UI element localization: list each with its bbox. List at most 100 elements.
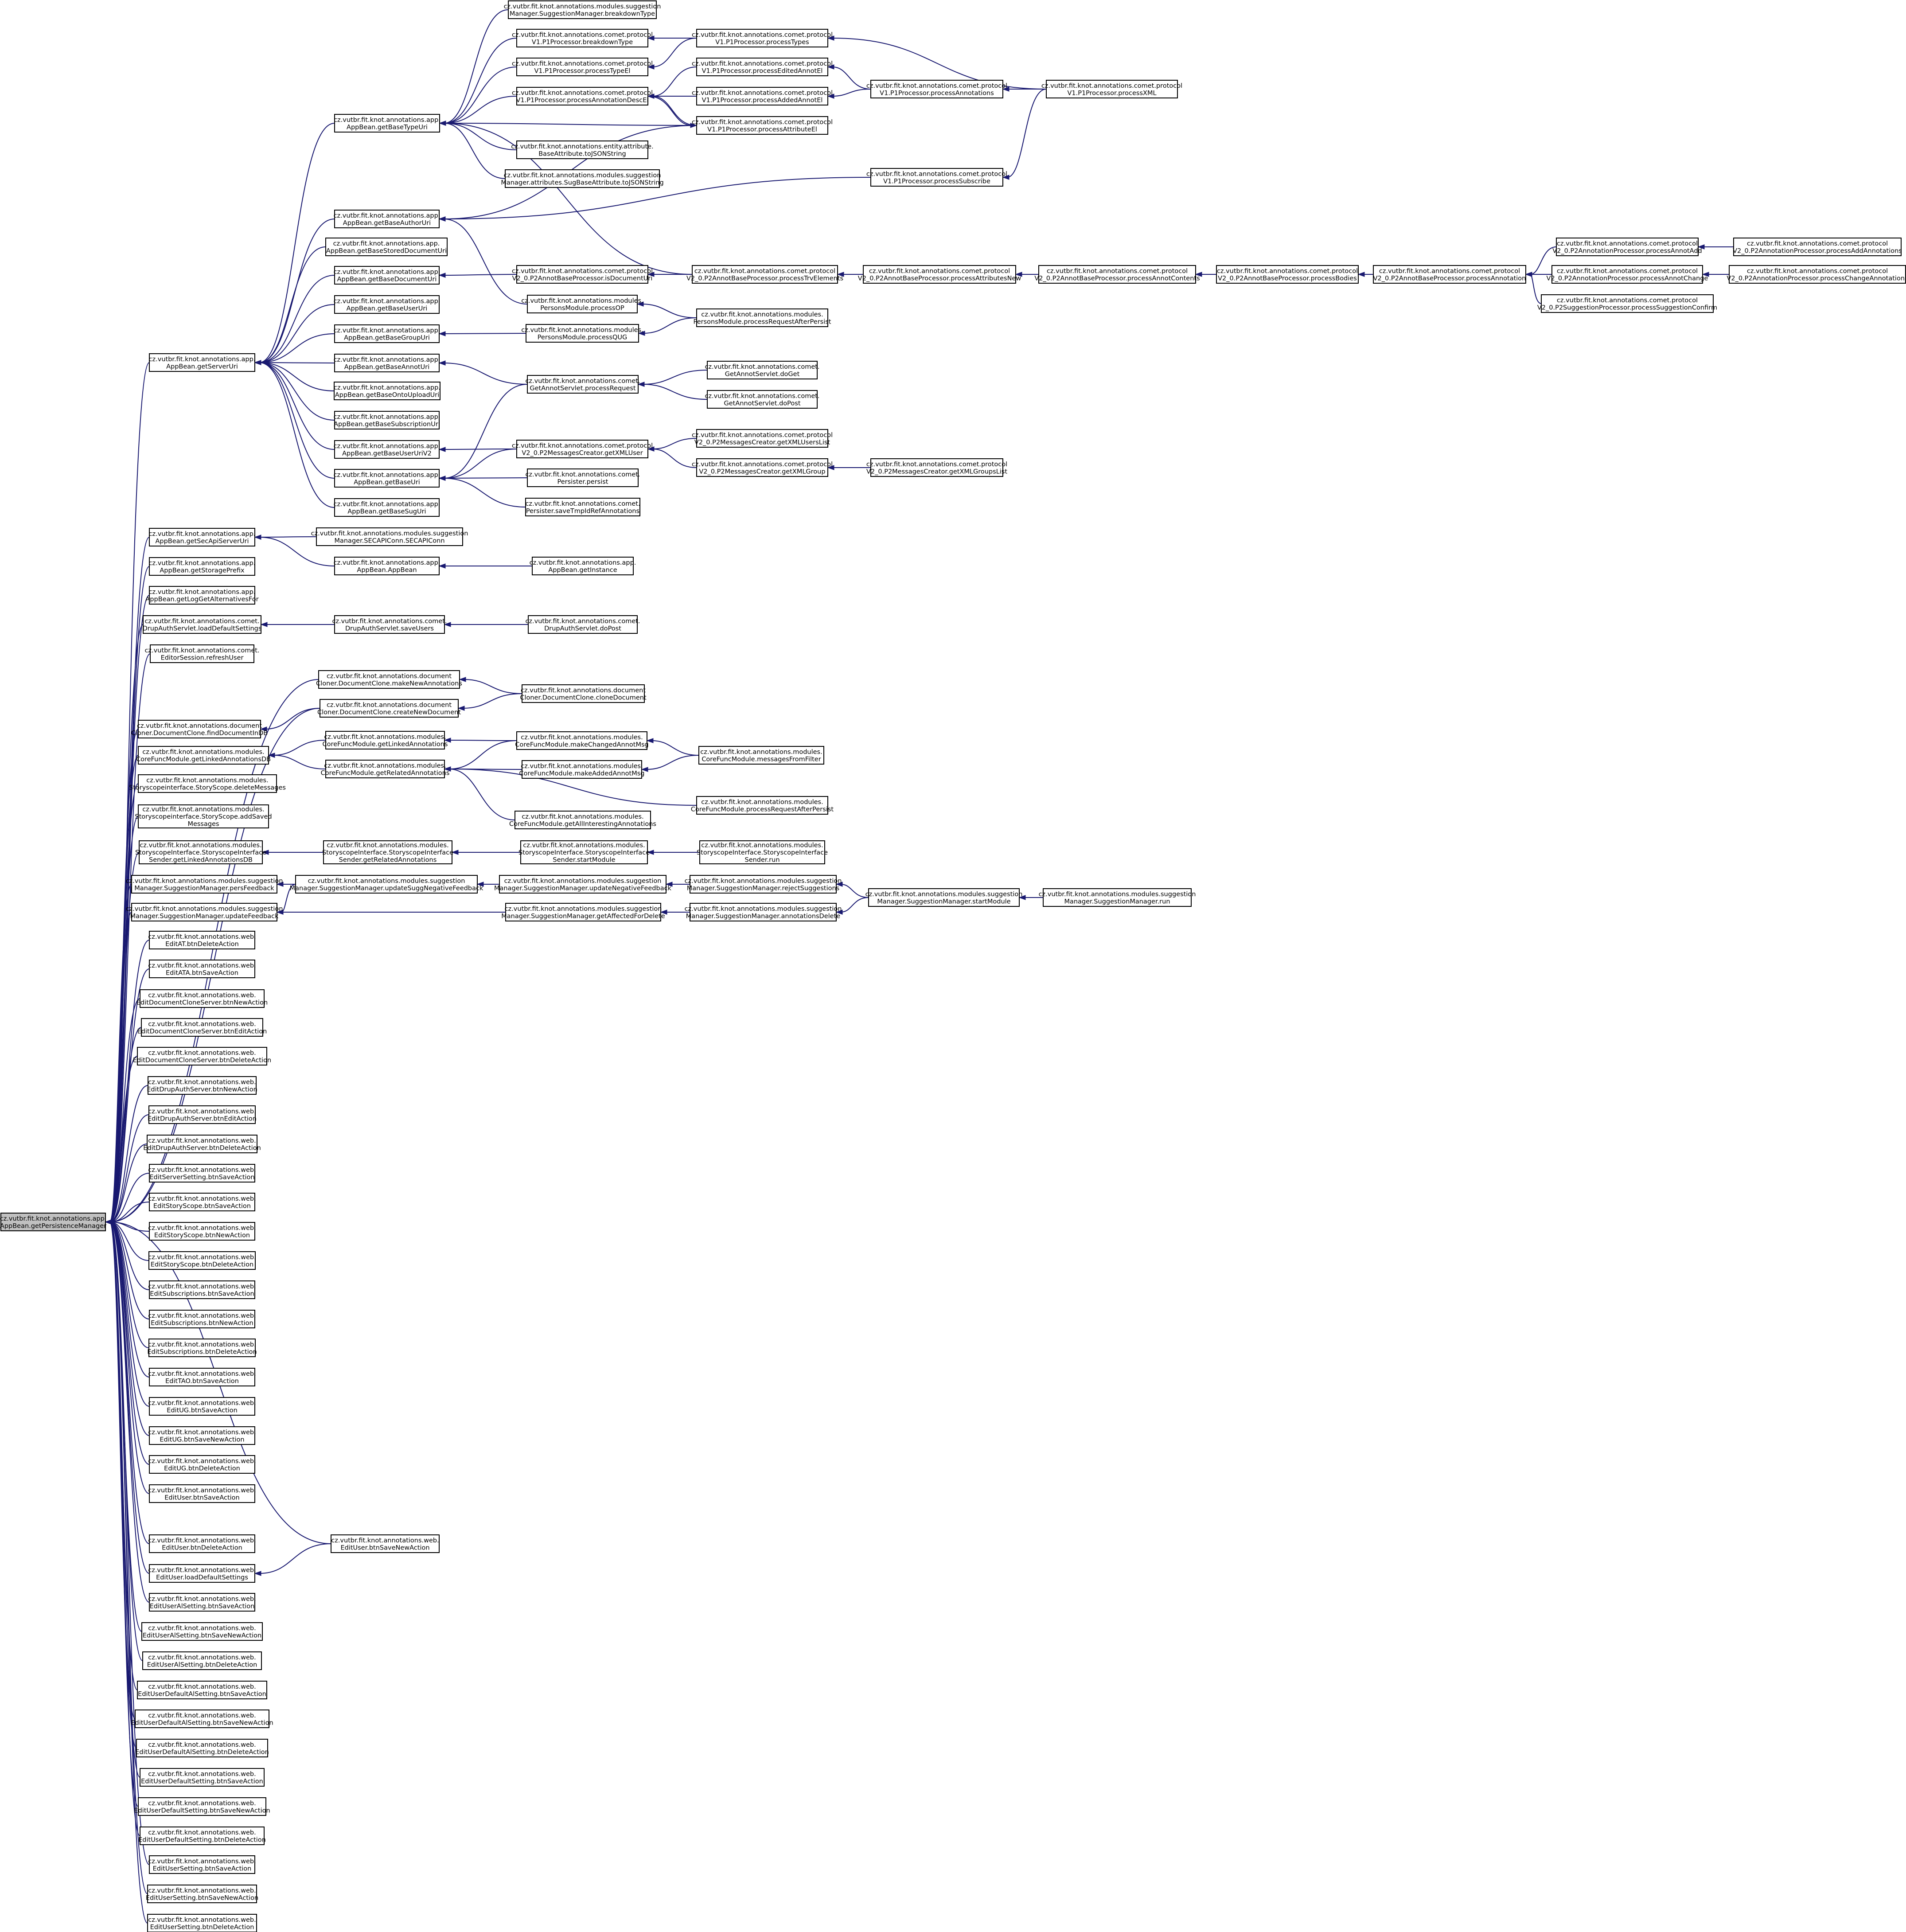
node-sug-base-attr-to-json[interactable]: cz.vutbr.fit.knot.annotations.modules.su… [501, 169, 664, 188]
node-drupal-do-post[interactable]: cz.vutbr.fit.knot.annotations.comet.Drup… [525, 615, 640, 634]
node-story-sender-run[interactable]: cz.vutbr.fit.knot.annotations.modules.St… [697, 840, 828, 864]
node-p2-get-xmlgroups-list[interactable]: cz.vutbr.fit.knot.annotations.comet.prot… [866, 458, 1007, 477]
node-base-attr-to-json[interactable]: cz.vutbr.fit.knot.annotations.entity.att… [511, 141, 654, 159]
node-core-process-req-after[interactable]: cz.vutbr.fit.knot.annotations.modules.Co… [691, 796, 834, 815]
node-p1-process-xml[interactable]: cz.vutbr.fit.knot.annotations.comet.prot… [1041, 80, 1182, 98]
node-get-annot-do-get[interactable]: cz.vutbr.fit.knot.annotations.comet.GetA… [705, 361, 820, 379]
node-w27[interactable]: cz.vutbr.fit.knot.annotations.web.EditUs… [131, 1710, 273, 1728]
node-w18[interactable]: cz.vutbr.fit.knot.annotations.web.EditUG… [148, 1426, 256, 1445]
node-p2-process-annot-contents[interactable]: cz.vutbr.fit.knot.annotations.comet.prot… [1034, 265, 1200, 284]
node-get-base-onto-upload-uri[interactable]: cz.vutbr.fit.knot.annotations.app.AppBea… [334, 382, 440, 400]
node-sug-annotations-delete[interactable]: cz.vutbr.fit.knot.annotations.modules.su… [685, 903, 842, 921]
node-sec-api-conn[interactable]: cz.vutbr.fit.knot.annotations.modules.su… [311, 527, 468, 546]
node-get-base-stored-document-uri[interactable]: cz.vutbr.fit.knot.annotations.app.AppBea… [325, 238, 448, 256]
node-app-bean-get-instance[interactable]: cz.vutbr.fit.knot.annotations.app.AppBea… [530, 557, 636, 575]
node-p1-process-annotations[interactable]: cz.vutbr.fit.knot.annotations.comet.prot… [866, 80, 1007, 98]
node-sug-get-affected[interactable]: cz.vutbr.fit.knot.annotations.modules.su… [501, 903, 665, 921]
node-p1-process-added-annot-el[interactable]: cz.vutbr.fit.knot.annotations.comet.prot… [692, 87, 833, 105]
node-edit-user-save-new[interactable]: cz.vutbr.fit.knot.annotations.web.EditUs… [331, 1534, 440, 1553]
node-p1-process-types[interactable]: cz.vutbr.fit.knot.annotations.comet.prot… [692, 29, 833, 47]
node-get-base-user-uri[interactable]: cz.vutbr.fit.knot.annotations.app.AppBea… [334, 295, 440, 314]
node-w14[interactable]: cz.vutbr.fit.knot.annotations.web.EditSu… [148, 1310, 256, 1328]
node-sug-update-feedback[interactable]: cz.vutbr.fit.knot.annotations.modules.su… [126, 903, 283, 921]
node-w04[interactable]: cz.vutbr.fit.knot.annotations.web.EditDo… [137, 1018, 267, 1037]
node-w22[interactable]: cz.vutbr.fit.knot.annotations.web.EditUs… [148, 1564, 256, 1583]
node-w06[interactable]: cz.vutbr.fit.knot.annotations.web.EditDr… [147, 1076, 257, 1095]
node-w11[interactable]: cz.vutbr.fit.knot.annotations.web.EditSt… [148, 1222, 256, 1241]
node-persister-save-tmp[interactable]: cz.vutbr.fit.knot.annotations.comet.Pers… [525, 498, 640, 516]
node-p2-get-xmlusers-list[interactable]: cz.vutbr.fit.knot.annotations.comet.prot… [692, 429, 833, 448]
node-w23[interactable]: cz.vutbr.fit.knot.annotations.web.EditUs… [148, 1593, 256, 1612]
node-sug-start-module[interactable]: cz.vutbr.fit.knot.annotations.modules.su… [865, 888, 1023, 907]
node-w01[interactable]: cz.vutbr.fit.knot.annotations.web.EditAT… [148, 931, 256, 949]
node-w33[interactable]: cz.vutbr.fit.knot.annotations.web.EditUs… [146, 1885, 258, 1903]
node-p2-get-xmlgroup[interactable]: cz.vutbr.fit.knot.annotations.comet.prot… [692, 458, 833, 477]
node-p1-process-edited-annot-el[interactable]: cz.vutbr.fit.knot.annotations.comet.prot… [692, 58, 833, 76]
node-w34[interactable]: cz.vutbr.fit.knot.annotations.web.EditUs… [147, 1914, 257, 1932]
node-p1-breakdown-type[interactable]: cz.vutbr.fit.knot.annotations.comet.prot… [512, 29, 653, 47]
node-get-base-document-uri[interactable]: cz.vutbr.fit.knot.annotations.app.AppBea… [334, 266, 440, 285]
node-sug-reject-suggestions[interactable]: cz.vutbr.fit.knot.annotations.modules.su… [685, 875, 842, 894]
node-core-make-added-msg[interactable]: cz.vutbr.fit.knot.annotations.modules.Co… [519, 760, 645, 779]
node-story-sender-get-related[interactable]: cz.vutbr.fit.knot.annotations.modules.St… [322, 840, 453, 864]
node-persons-process-op[interactable]: cz.vutbr.fit.knot.annotations.modules.Pe… [521, 295, 643, 313]
node-sug-run[interactable]: cz.vutbr.fit.knot.annotations.modules.su… [1039, 888, 1196, 907]
node-w10[interactable]: cz.vutbr.fit.knot.annotations.web.EditSt… [148, 1193, 256, 1211]
node-w03[interactable]: cz.vutbr.fit.knot.annotations.web.EditDo… [136, 989, 268, 1008]
node-get-annot-do-post[interactable]: cz.vutbr.fit.knot.annotations.comet.GetA… [705, 390, 820, 409]
node-p2-process-change-annotations[interactable]: cz.vutbr.fit.knot.annotations.comet.prot… [1727, 265, 1906, 284]
node-get-base-sug-uri[interactable]: cz.vutbr.fit.knot.annotations.app.AppBea… [334, 498, 440, 517]
node-w05[interactable]: cz.vutbr.fit.knot.annotations.web.EditDo… [133, 1047, 271, 1066]
node-p2-process-add-annotations[interactable]: cz.vutbr.fit.knot.annotations.comet.prot… [1733, 238, 1902, 256]
node-core-get-all-interesting[interactable]: cz.vutbr.fit.knot.annotations.modules.Co… [509, 811, 656, 829]
node-story-sender-get-linked[interactable]: cz.vutbr.fit.knot.annotations.modules.St… [135, 840, 266, 864]
node-p2-process-annotation[interactable]: cz.vutbr.fit.knot.annotations.comet.prot… [1373, 265, 1526, 284]
node-core-get-linked-annot[interactable]: cz.vutbr.fit.knot.annotations.modules.Co… [323, 731, 448, 749]
node-p1-process-subscribe[interactable]: cz.vutbr.fit.knot.annotations.comet.prot… [866, 168, 1007, 187]
node-p1-process-annot-desc-el[interactable]: cz.vutbr.fit.knot.annotations.comet.prot… [512, 87, 653, 105]
node-get-server-uri[interactable]: cz.vutbr.fit.knot.annotations.app.AppBea… [149, 353, 256, 372]
node-p2-is-document-uri[interactable]: cz.vutbr.fit.knot.annotations.comet.prot… [512, 265, 653, 284]
node-get-sec-api-server-uri[interactable]: cz.vutbr.fit.knot.annotations.app.AppBea… [149, 528, 256, 546]
node-persons-process-req-after[interactable]: cz.vutbr.fit.knot.annotations.modules.Pe… [694, 308, 831, 327]
node-get-annot-process-request[interactable]: cz.vutbr.fit.knot.annotations.comet.GetA… [525, 375, 640, 394]
node-cloner-create-new-doc[interactable]: cz.vutbr.fit.knot.annotations.documentCl… [317, 699, 461, 718]
node-w19[interactable]: cz.vutbr.fit.knot.annotations.web.EditUG… [148, 1455, 256, 1474]
node-w08[interactable]: cz.vutbr.fit.knot.annotations.web.EditDr… [143, 1135, 261, 1153]
node-get-base-group-uri[interactable]: cz.vutbr.fit.knot.annotations.app.AppBea… [334, 324, 440, 343]
node-story-sender-start-module[interactable]: cz.vutbr.fit.knot.annotations.modules.St… [518, 840, 650, 864]
node-p2-process-bodies[interactable]: cz.vutbr.fit.knot.annotations.comet.prot… [1216, 265, 1359, 284]
node-w28[interactable]: cz.vutbr.fit.knot.annotations.web.EditUs… [135, 1739, 269, 1757]
node-get-base-annot-uri[interactable]: cz.vutbr.fit.knot.annotations.app.AppBea… [334, 354, 440, 372]
node-p1-process-attribute-el[interactable]: cz.vutbr.fit.knot.annotations.comet.prot… [692, 116, 833, 135]
node-get-storage-prefix[interactable]: cz.vutbr.fit.knot.annotations.app.AppBea… [149, 557, 256, 576]
node-sug-pers-feedback[interactable]: cz.vutbr.fit.knot.annotations.modules.su… [126, 875, 283, 894]
node-p2-process-attributes-new[interactable]: cz.vutbr.fit.knot.annotations.comet.prot… [858, 265, 1021, 284]
node-editor-session-refresh[interactable]: cz.vutbr.fit.knot.annotations.comet.Edit… [144, 644, 260, 663]
node-w16[interactable]: cz.vutbr.fit.knot.annotations.web.EditTA… [148, 1368, 256, 1386]
node-breakdown-type-sug[interactable]: cz.vutbr.fit.knot.annotations.modules.su… [504, 0, 661, 19]
node-p2-get-xmluser[interactable]: cz.vutbr.fit.knot.annotations.comet.prot… [512, 440, 653, 458]
node-w32[interactable]: cz.vutbr.fit.knot.annotations.web.EditUs… [148, 1855, 256, 1874]
node-cloner-clone-doc[interactable]: cz.vutbr.fit.knot.annotations.documentCl… [520, 684, 647, 703]
node-story-delete-messages[interactable]: cz.vutbr.fit.knot.annotations.modules.St… [129, 774, 286, 793]
node-sug-update-sugg-neg-feedback[interactable]: cz.vutbr.fit.knot.annotations.modules.su… [290, 875, 483, 894]
node-persister-persist[interactable]: cz.vutbr.fit.knot.annotations.comet.Pers… [525, 468, 640, 487]
node-get-base-uri[interactable]: cz.vutbr.fit.knot.annotations.app.AppBea… [334, 469, 440, 488]
node-drupal-save-users[interactable]: cz.vutbr.fit.knot.annotations.comet.Drup… [332, 615, 447, 634]
node-w07[interactable]: cz.vutbr.fit.knot.annotations.web.EditDr… [148, 1105, 257, 1124]
node-p1-process-type-el[interactable]: cz.vutbr.fit.knot.annotations.comet.prot… [512, 58, 653, 76]
node-core-get-related-annot[interactable]: cz.vutbr.fit.knot.annotations.modules.Co… [321, 760, 450, 778]
node-p2-process-annot-add[interactable]: cz.vutbr.fit.knot.annotations.comet.prot… [1552, 238, 1702, 256]
node-app-bean-ctor[interactable]: cz.vutbr.fit.knot.annotations.app.AppBea… [334, 557, 440, 575]
node-cloner-find-doc[interactable]: cz.vutbr.fit.knot.annotations.documentCl… [131, 720, 268, 738]
node-core-get-linked-annot-db[interactable]: cz.vutbr.fit.knot.annotations.modules.Co… [136, 746, 271, 765]
node-w02[interactable]: cz.vutbr.fit.knot.annotations.web.EditAT… [148, 960, 256, 978]
node-get-base-user-uri-v2[interactable]: cz.vutbr.fit.knot.annotations.app.AppBea… [334, 440, 440, 459]
node-w12[interactable]: cz.vutbr.fit.knot.annotations.web.EditSt… [148, 1251, 256, 1270]
node-core-messages-from-filter[interactable]: cz.vutbr.fit.knot.annotations.modules.Co… [698, 746, 824, 765]
node-w17[interactable]: cz.vutbr.fit.knot.annotations.web.EditUG… [148, 1397, 256, 1416]
node-w29[interactable]: cz.vutbr.fit.knot.annotations.web.EditUs… [140, 1768, 265, 1787]
node-get-base-type-uri[interactable]: cz.vutbr.fit.knot.annotations.app.AppBea… [334, 114, 440, 133]
node-persons-process-qug[interactable]: cz.vutbr.fit.knot.annotations.modules.Pe… [521, 324, 643, 343]
